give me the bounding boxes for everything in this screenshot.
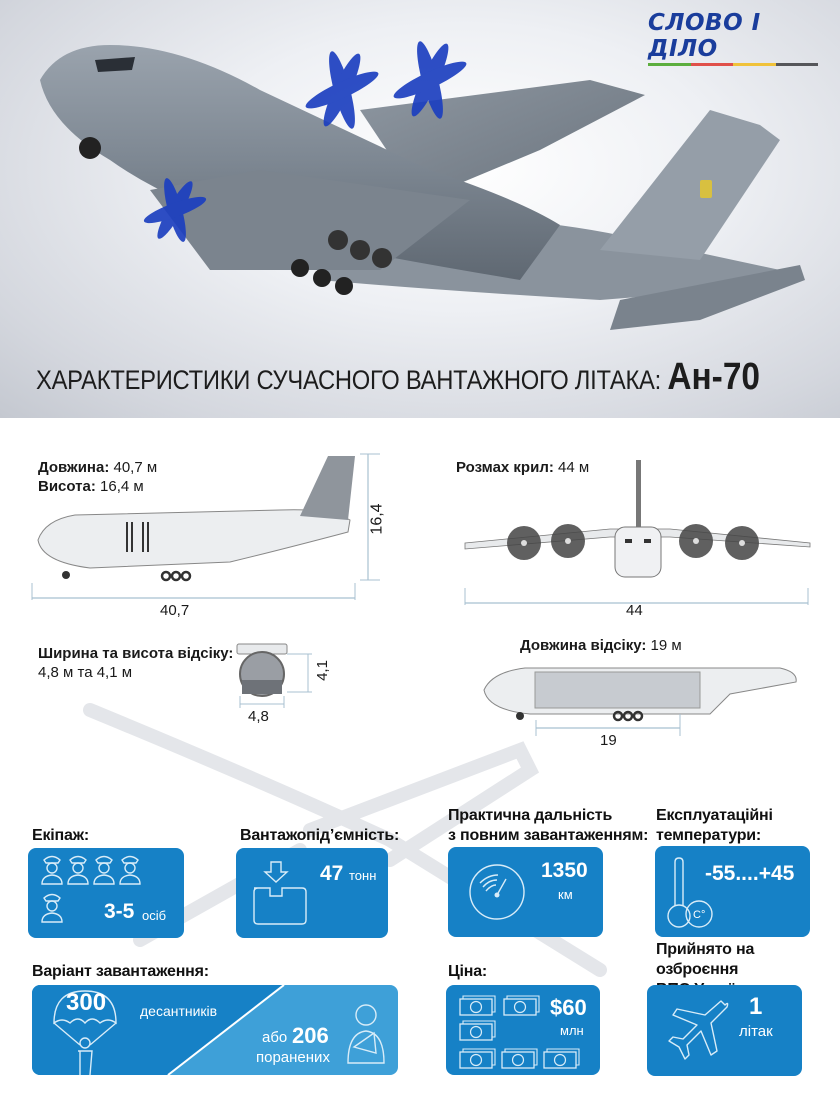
crew-card: 3-5 осіб [28,848,184,938]
bay-length-diagram [483,667,797,736]
in-service-value: 1 [749,993,763,1020]
crew-unit: осіб [142,908,167,923]
in-service-card: 1 літак [647,985,802,1076]
payload-value: 47 [320,862,344,885]
temperature-title-line1: Експлуатаційні [656,807,773,824]
bay-length-value: 19 м [650,637,682,654]
temperature-unit: C° [693,909,706,921]
paratroopers-value: 300 [66,989,107,1016]
length-height-label: Довжина: 40,7 м Висота: 16,4 м [38,458,157,496]
height-label: Висота: [38,478,96,495]
height-value: 16,4 м [100,478,144,495]
airplane-icon [668,1000,729,1060]
wingspan-title: Розмах крил: [456,459,554,476]
price-card: $60 млн [446,985,600,1075]
title-prefix: ХАРАКТЕРИСТИКИ СУЧАСНОГО ВАНТАЖНОГО ЛІТА… [36,365,661,395]
load-variant-title: Варіант завантаження: [32,963,209,980]
length-value: 40,7 м [113,459,158,476]
payload-unit: тонн [349,868,377,883]
bay-section-value: 4,8 м та 4,1 м [38,664,133,681]
height-axis-value: 16,4 [368,503,386,535]
speedometer-icon [469,864,525,920]
range-title-line1: Практична дальність [448,807,613,824]
wounded-prefix: або [262,1029,288,1046]
paratroopers-label: десантників [140,1003,218,1019]
hero-banner: СЛОВО І ДІЛО ХАРАКТЕРИСТИКИ СУЧАСНОГО ВА… [0,0,840,418]
bay-length-title: Довжина відсіку: [520,637,647,654]
price-unit: млн [560,1023,584,1038]
wounded-label: поранених [256,1049,330,1066]
logo-text: СЛОВО І ДІЛО [648,10,761,62]
thermometer-icon [667,857,713,928]
bay-width-axis-value: 4,8 [248,708,269,725]
bay-length-axis-value: 19 [600,732,617,749]
wingspan-value: 44 м [558,459,590,476]
temperature-title-line2: температури: [656,827,762,844]
length-label: Довжина: [38,459,110,476]
logo-color-bars [648,63,818,66]
range-value: 1350 [541,859,588,882]
range-unit: км [558,887,573,902]
parachutist-icon [53,990,117,1075]
range-title-line2: з повним завантаженням: [448,827,649,844]
load-variant-card: 300 десантників або 206 поранених [32,985,398,1075]
price-value: $60 [550,995,587,1020]
wingspan-label: Розмах крил: 44 м [456,458,589,477]
range-title: Практична дальність з повним завантаженн… [448,806,648,846]
title-model: Ан-70 [667,356,761,398]
bay-section-title: Ширина та висота відсіку: [38,645,234,662]
front-view-diagram [464,460,811,605]
cargo-box-icon [253,861,307,925]
bay-cross-section-diagram [236,643,312,708]
diagonal-divider [167,985,285,1075]
bay-height-axis-value: 4,1 [313,660,331,681]
temperature-title: Експлуатаційні температури: [656,806,773,846]
crew-title: Екіпаж: [32,827,89,844]
page-title: ХАРАКТЕРИСТИКИ СУЧАСНОГО ВАНТАЖНОГО ЛІТА… [36,356,760,399]
temperature-card: -55....+45 C° [655,846,810,937]
payload-card: 47 тонн [236,848,388,938]
price-title: Ціна: [448,963,488,980]
an70-aircraft-photo [40,41,805,330]
side-view-diagram [31,453,380,600]
crew-value: 3-5 [104,900,135,923]
length-axis-value: 40,7 [160,602,190,619]
bay-section-label: Ширина та висота відсіку: 4,8 м та 4,1 м [38,644,233,682]
in-service-title-line1: Прийнято на озброєння [656,941,755,978]
pilot-icon [41,855,141,923]
wingspan-axis-value: 44 [626,602,643,619]
in-service-unit: літак [739,1023,773,1040]
slovo-i-dilo-logo: СЛОВО І ДІЛО [648,10,818,66]
wounded-value: 206 [292,1023,329,1048]
payload-title: Вантажопід’ємність: [240,827,400,844]
temperature-value: -55....+45 [705,862,795,885]
injured-person-icon [347,1004,385,1064]
bay-length-label: Довжина відсіку: 19 м [520,636,682,655]
range-card: 1350 км [448,847,603,937]
